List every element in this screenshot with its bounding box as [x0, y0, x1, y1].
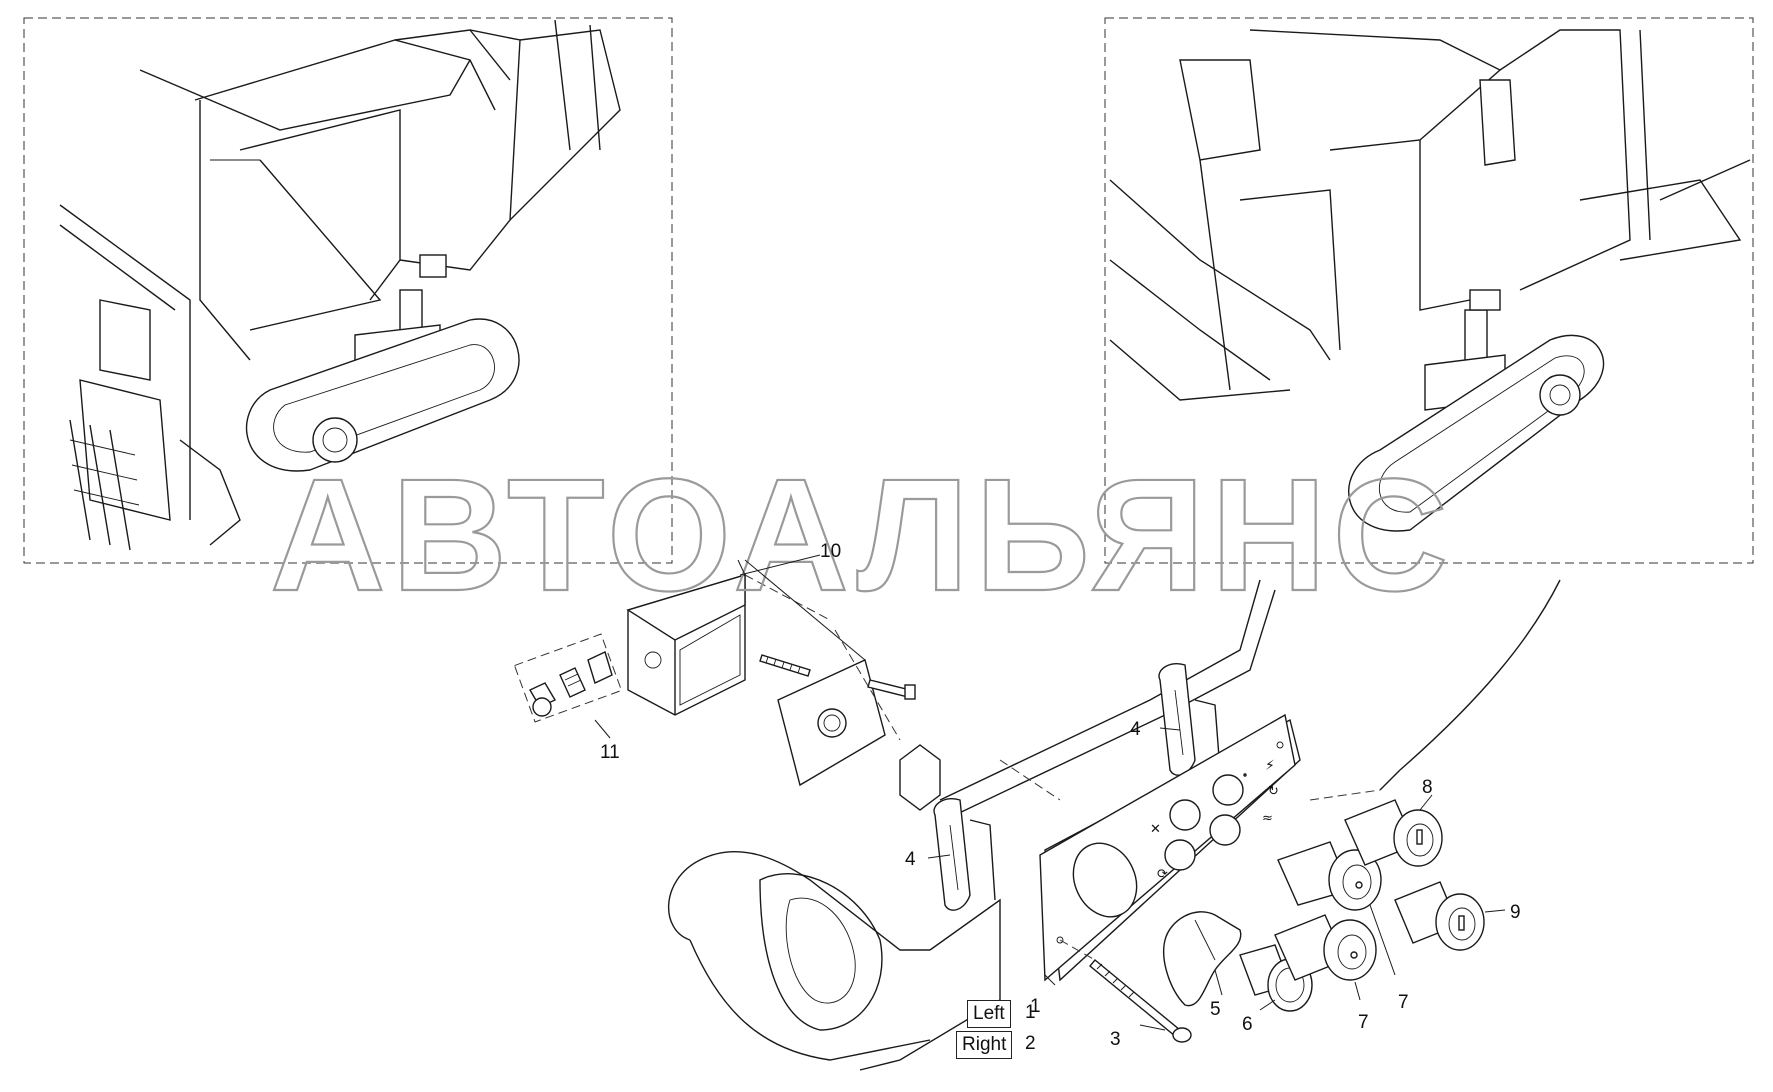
spacer-upper	[1158, 663, 1196, 776]
callout-7a: 7	[1358, 1012, 1369, 1033]
legend-left-label: Left	[967, 1000, 1011, 1028]
callout-10: 10	[820, 541, 841, 562]
inset-frame-left	[23, 17, 673, 564]
svg-text:↻: ↻	[1268, 784, 1279, 799]
callouts: 10 11 4 4 1 3 5 6 7 7 8 9	[594, 541, 1521, 1050]
callout-4b: 4	[905, 849, 916, 870]
legend-left-number: 1	[1025, 1002, 1036, 1023]
inset-frame-right	[1104, 17, 1754, 564]
exploded-view: ⚡ ↻ ✕ ≈ ⟳	[513, 574, 1561, 1071]
watermark: АВТОАЛЬЯНС	[270, 445, 1454, 624]
callout-11: 11	[600, 742, 620, 763]
callout-5: 5	[1210, 999, 1221, 1020]
callout-1: 1	[1030, 996, 1041, 1017]
spacer-lower	[933, 798, 971, 911]
callout-3: 3	[1110, 1029, 1121, 1050]
svg-text:✕: ✕	[1150, 822, 1161, 837]
selector-lever	[1163, 911, 1242, 1007]
callout-9: 9	[1510, 902, 1521, 923]
svg-text:⟳: ⟳	[1157, 867, 1168, 882]
inset-view-right	[1104, 17, 1754, 564]
legend-right-number: 2	[1025, 1033, 1036, 1054]
inset-view-left	[23, 17, 673, 564]
legend-right-label: Right	[956, 1031, 1013, 1059]
callout-4a: 4	[1130, 719, 1141, 740]
callout-6: 6	[1242, 1014, 1253, 1035]
svg-text:⚡: ⚡	[1265, 758, 1275, 774]
callout-7b: 7	[1398, 992, 1409, 1013]
callout-8: 8	[1422, 777, 1433, 798]
svg-text:≈: ≈	[1262, 811, 1273, 826]
